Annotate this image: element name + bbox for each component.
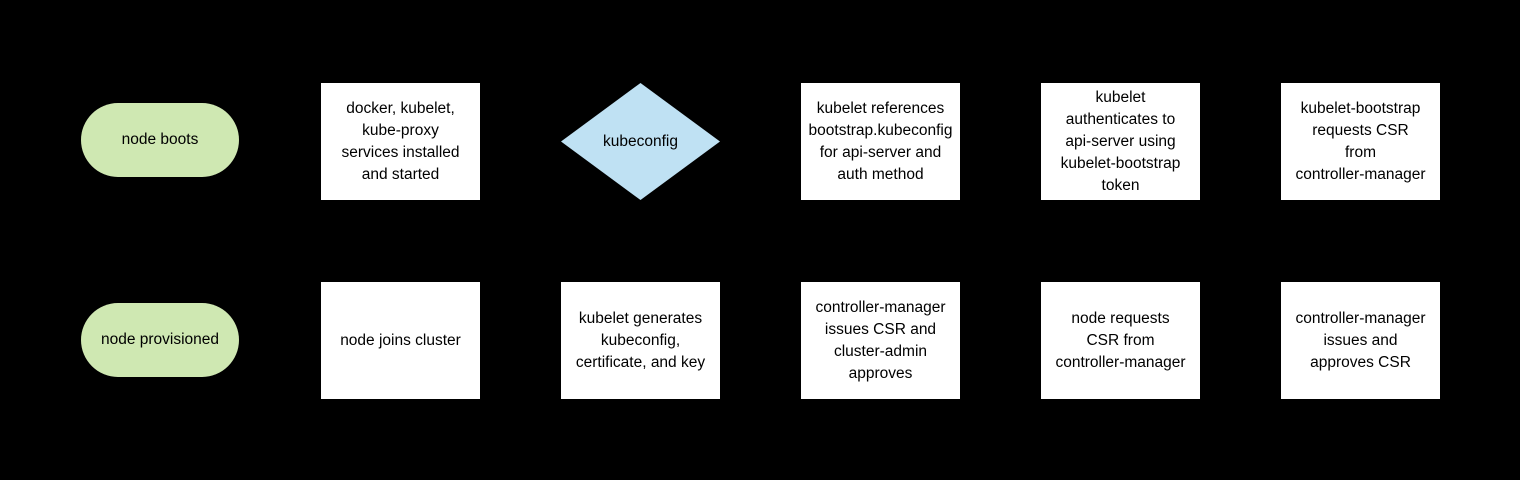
node-provisioned-label: node provisioned	[100, 331, 220, 348]
kubelet-authenticates-box[interactable]: kubelet authenticates to api-server usin…	[1041, 83, 1200, 200]
node-boots-terminator[interactable]: node boots	[81, 103, 239, 177]
cm-issues-approves-box[interactable]: controller-manager issues and approves C…	[1281, 282, 1440, 399]
kubelet-generates-box[interactable]: kubelet generates kubeconfig, certificat…	[561, 282, 720, 399]
node-boots-label: node boots	[121, 131, 199, 148]
node-requests-csr-label: node requests CSR from controller-manage…	[1055, 309, 1186, 371]
node-requests-csr-box[interactable]: node requests CSR from controller-manage…	[1041, 282, 1200, 399]
kubelet-generates-label: kubelet generates kubeconfig, certificat…	[575, 309, 706, 371]
node-joins-cluster-box[interactable]: node joins cluster	[321, 282, 480, 399]
bootstrap-requests-csr-box[interactable]: kubelet-bootstrap requests CSR from cont…	[1281, 83, 1440, 200]
kubelet-references-box[interactable]: kubelet references bootstrap.kubeconfig …	[801, 83, 960, 200]
kubelet-authenticates-label: kubelet authenticates to api-server usin…	[1060, 88, 1181, 194]
cm-issues-csr-label: controller-manager issues CSR and cluste…	[815, 298, 946, 382]
node-joins-cluster-label: node joins cluster	[340, 331, 461, 349]
bootstrap-requests-csr-label: kubelet-bootstrap requests CSR from cont…	[1295, 99, 1426, 183]
cm-issues-csr-box[interactable]: controller-manager issues CSR and cluste…	[801, 282, 960, 399]
services-installed-label: docker, kubelet, kube-proxy services ins…	[341, 99, 460, 183]
node-provisioned-terminator[interactable]: node provisioned	[81, 303, 239, 377]
kubeconfig-decision-diamond[interactable]	[561, 83, 720, 200]
kubelet-references-label: kubelet references bootstrap.kubeconfig …	[808, 99, 953, 183]
cm-issues-approves-label: controller-manager issues and approves C…	[1295, 309, 1426, 371]
services-installed-box[interactable]: docker, kubelet, kube-proxy services ins…	[321, 83, 480, 200]
